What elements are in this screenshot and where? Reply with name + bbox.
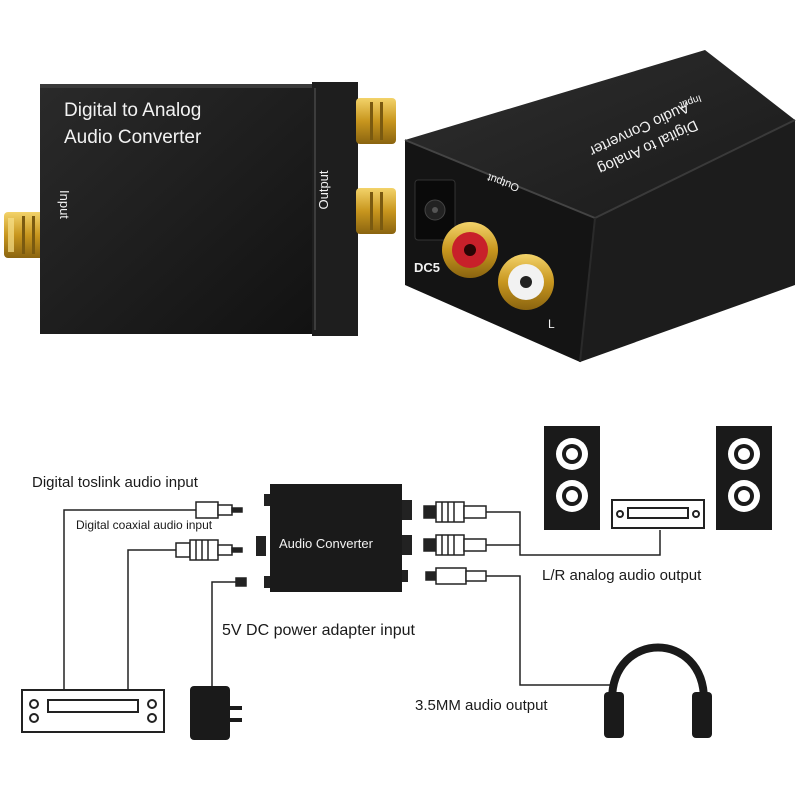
- headphone-output-label: 3.5MM audio output: [415, 697, 548, 714]
- white-rca-jack: [498, 254, 554, 310]
- analog-output-label: L/R analog audio output: [542, 567, 702, 584]
- front-device-body: [40, 84, 312, 334]
- front-input-label: Input: [57, 190, 72, 219]
- headphone-wire: [486, 575, 610, 686]
- power-wire: [211, 581, 244, 688]
- power-plug-icon: [235, 577, 247, 587]
- headphones-icon: [604, 643, 712, 738]
- output-rca-jack-bottom: [356, 188, 396, 234]
- amplifier-icon: [611, 499, 705, 529]
- front-device-photo: Digital to Analog Audio Converter Input …: [4, 82, 396, 336]
- diagram-converter-box: Audio Converter: [256, 484, 412, 592]
- back-l-label: L: [548, 317, 555, 331]
- diagram-device-label: Audio Converter: [279, 536, 374, 551]
- toslink-wire: [63, 509, 196, 690]
- front-title-line1: Digital to Analog: [64, 100, 201, 121]
- output-rca-jack-top: [356, 98, 396, 144]
- front-output-label: Output: [316, 170, 331, 209]
- left-speaker-icon: [544, 426, 600, 530]
- input-rca-jack: [4, 212, 46, 258]
- connection-diagram: [63, 509, 661, 690]
- red-rca-jack: [442, 222, 498, 278]
- toslink-plug-icon: [195, 501, 243, 519]
- analog-left-wire: [486, 511, 661, 556]
- back-device-photo: Digital to Analog Audio Converter Input …: [404, 50, 796, 363]
- power-input-label: 5V DC power adapter input: [222, 622, 416, 639]
- coaxial-plug-icon: [175, 539, 243, 561]
- coaxial-wire: [127, 549, 176, 690]
- back-dc-label: DC5: [414, 260, 440, 275]
- coaxial-input-label: Digital coaxial audio input: [76, 518, 213, 532]
- front-device-endcap: [312, 82, 358, 336]
- rca-output-plug-bottom: [423, 534, 487, 556]
- toslink-input-label: Digital toslink audio input: [32, 474, 199, 491]
- cd-player-icon: [21, 689, 165, 733]
- power-adapter-icon: [190, 686, 242, 740]
- right-speaker-icon: [716, 426, 772, 530]
- mini-jack-plug-icon: [425, 567, 487, 585]
- front-title-line2: Audio Converter: [64, 127, 202, 148]
- rca-output-plug-top: [423, 501, 487, 523]
